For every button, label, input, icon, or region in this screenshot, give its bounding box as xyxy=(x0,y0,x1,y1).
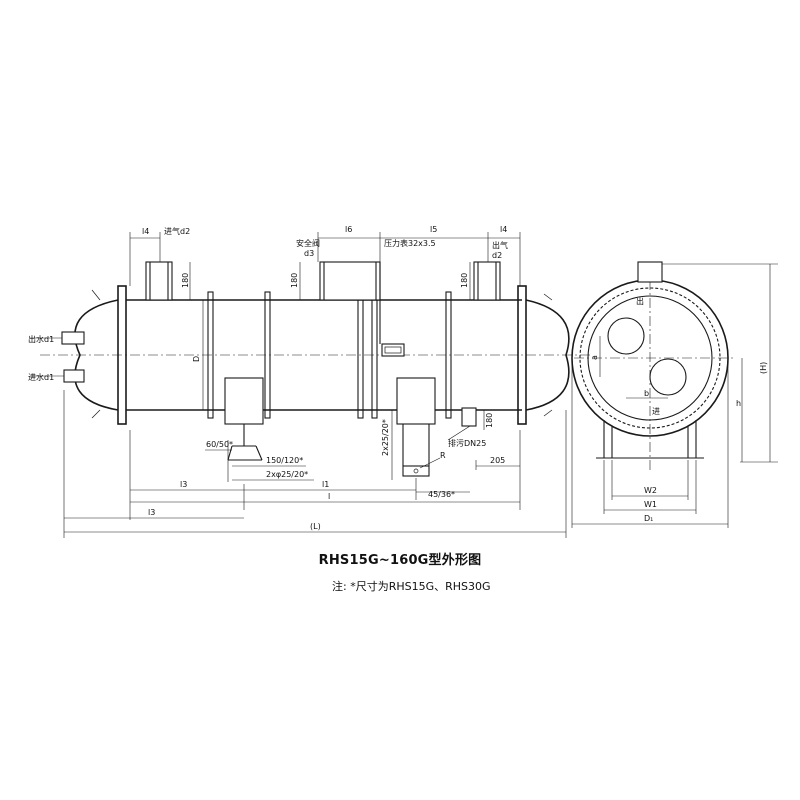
label-water-out: 出水d1 xyxy=(28,334,54,344)
label-L: (L) xyxy=(310,522,321,531)
label-outlet-gas: 出气 xyxy=(492,240,508,250)
label-R: R xyxy=(440,451,446,460)
label-W1: W1 xyxy=(644,500,657,509)
label-45-36: 45/36* xyxy=(428,490,455,499)
safety-valve-box xyxy=(319,261,381,301)
label-180-d: 180 xyxy=(485,413,494,428)
label-a: a xyxy=(590,355,599,360)
drain-outlet xyxy=(461,407,477,427)
label-180-c: 180 xyxy=(460,273,469,288)
port-circle-lower xyxy=(649,358,687,396)
label-drain: 排污DN25 xyxy=(448,438,486,448)
label-180-a: 180 xyxy=(181,273,190,288)
label-safety-valve-d3: d3 xyxy=(304,249,314,258)
left-support xyxy=(224,377,264,425)
label-180-b: 180 xyxy=(290,273,299,288)
label-b: b xyxy=(644,389,649,398)
port-circle-upper xyxy=(607,317,645,355)
label-150-120: 150/120* xyxy=(266,456,303,465)
label-l3-b: l3 xyxy=(148,508,155,517)
drawing-note: 注: *尺寸为RHS15G、RHS30G xyxy=(332,580,491,593)
label-H: (H) xyxy=(759,362,768,374)
label-l: l xyxy=(328,492,330,501)
label-l5: l5 xyxy=(430,225,437,234)
side-view xyxy=(30,232,590,538)
label-D1: D₁ xyxy=(644,514,653,523)
right-support xyxy=(396,377,436,425)
end-top-nozzle xyxy=(637,261,663,283)
label-l4-left: l4 xyxy=(142,227,149,236)
water-inlet-nozzle xyxy=(63,369,85,383)
label-l4-right: l4 xyxy=(500,225,507,234)
label-60-50: 60/50* xyxy=(206,440,233,449)
label-safety-valve: 安全阀 xyxy=(296,238,320,248)
water-outlet-nozzle xyxy=(61,331,85,345)
drawing-title: RHS15G~160G型外形图 xyxy=(318,553,482,568)
labels: l4 进气d2 l6 l5 l4 安全阀 d3 压力表32x3.5 出气 d2 … xyxy=(28,225,768,531)
end-view xyxy=(571,261,778,528)
label-2x25-20-h: 2xφ25/20* xyxy=(266,470,308,479)
label-outlet-gas-d2: d2 xyxy=(492,251,502,260)
label-W2: W2 xyxy=(644,486,657,495)
label-l3-a: l3 xyxy=(180,480,187,489)
label-l1: l1 xyxy=(322,480,329,489)
label-2x25-20-v: 2x25/20* xyxy=(381,419,390,456)
label-h: h xyxy=(736,399,741,408)
label-l6: l6 xyxy=(345,225,352,234)
label-D: D xyxy=(192,356,201,362)
label-water-in: 进水d1 xyxy=(28,372,54,382)
label-205: 205 xyxy=(490,456,505,465)
label-in-mark: 进 xyxy=(652,407,660,416)
label-inlet-gas: 进气d2 xyxy=(164,226,190,236)
label-pressure-gauge: 压力表32x3.5 xyxy=(384,238,436,248)
label-out-mark: 出 xyxy=(636,296,644,306)
